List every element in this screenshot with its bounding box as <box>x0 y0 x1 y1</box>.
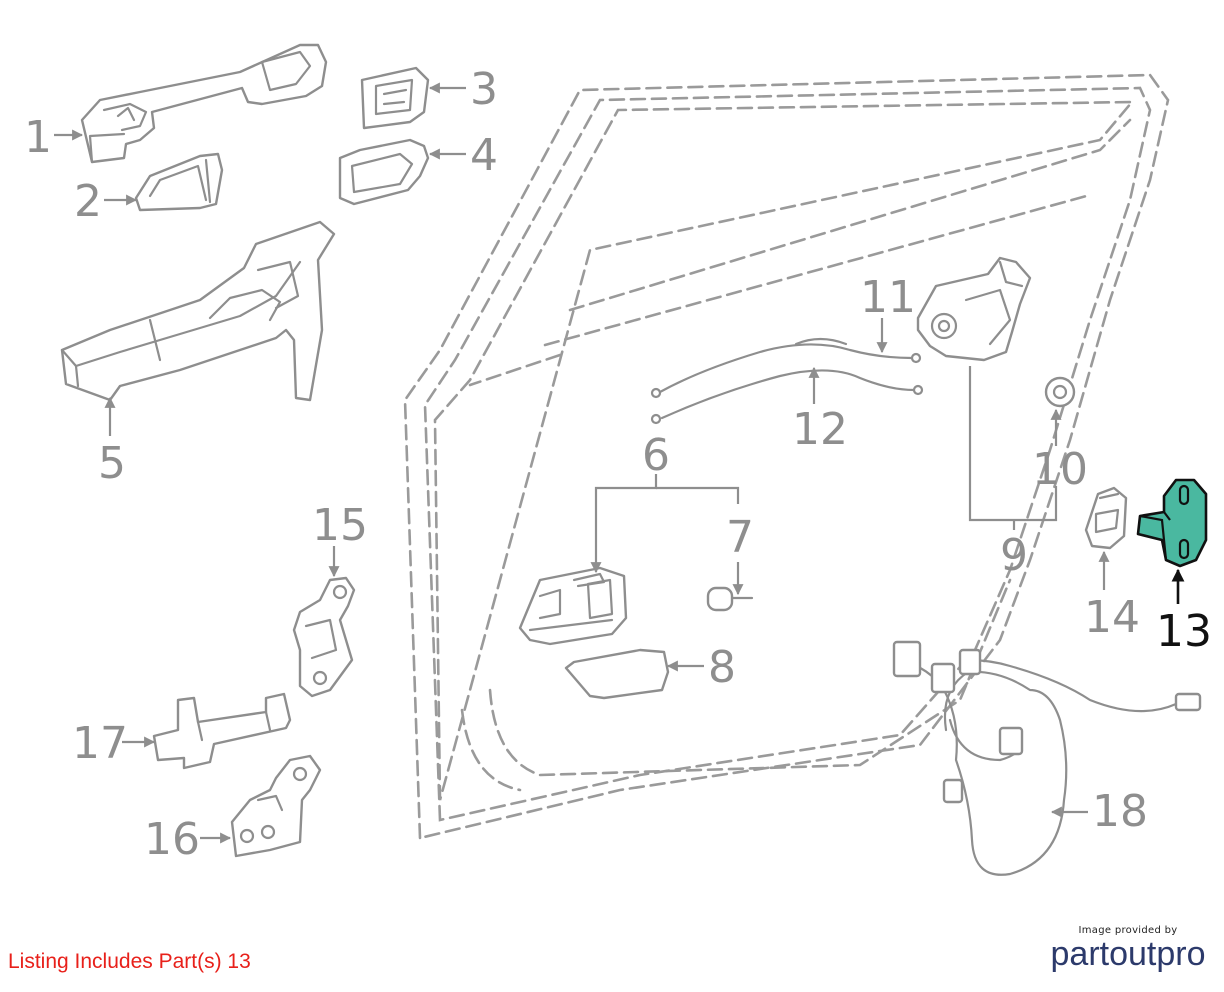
listing-note: Listing Includes Part(s) 13 <box>8 950 251 973</box>
part-16-lower-hinge <box>230 754 322 858</box>
callout-14: 14 <box>1084 592 1140 643</box>
callout-1: 1 <box>24 112 52 163</box>
brand-credit: Image provided by partoutpro <box>1040 925 1216 972</box>
part-12-cables <box>650 337 924 425</box>
callout-10: 10 <box>1032 444 1088 495</box>
part-1-outer-handle <box>80 43 328 164</box>
callout-numbers: 1 2 3 4 5 6 7 8 9 10 11 12 13 14 15 16 1… <box>24 64 1212 865</box>
door-outline <box>403 73 1170 840</box>
callout-12: 12 <box>792 404 848 455</box>
callout-6: 6 <box>642 430 670 481</box>
callout-18: 18 <box>1092 786 1148 837</box>
part-8-bezel <box>564 648 670 700</box>
part-15-upper-hinge <box>292 576 356 698</box>
callout-16: 16 <box>144 814 200 865</box>
callout-4: 4 <box>470 130 498 181</box>
credit-line: Image provided by <box>1078 925 1178 936</box>
part-6-inner-handle <box>518 566 628 646</box>
part-17-door-check <box>152 692 292 770</box>
callout-15: 15 <box>312 500 368 551</box>
part-11-door-lock <box>916 256 1032 362</box>
callout-13: 13 <box>1156 606 1212 657</box>
callout-7: 7 <box>726 512 754 563</box>
callout-17: 17 <box>72 718 128 769</box>
part-10-washer <box>1044 376 1076 408</box>
part-18-wire-harness <box>892 640 1202 876</box>
part-14-striker-plate <box>1084 486 1128 550</box>
part-13-highlighted <box>1136 478 1208 568</box>
leader-lines <box>54 82 1185 844</box>
part-5-handle-frame <box>60 220 336 402</box>
callout-5: 5 <box>98 438 126 489</box>
callout-9: 9 <box>1000 530 1028 581</box>
part-4-gasket <box>338 138 430 206</box>
callout-2: 2 <box>74 176 102 227</box>
callout-8: 8 <box>708 642 736 693</box>
part-3-cap <box>360 66 430 130</box>
brand-logo: partoutpro <box>1050 935 1206 973</box>
part-7-clip <box>706 586 754 612</box>
callout-3: 3 <box>470 64 498 115</box>
part-2-handle-pad <box>134 152 224 212</box>
callout-11: 11 <box>860 272 916 323</box>
